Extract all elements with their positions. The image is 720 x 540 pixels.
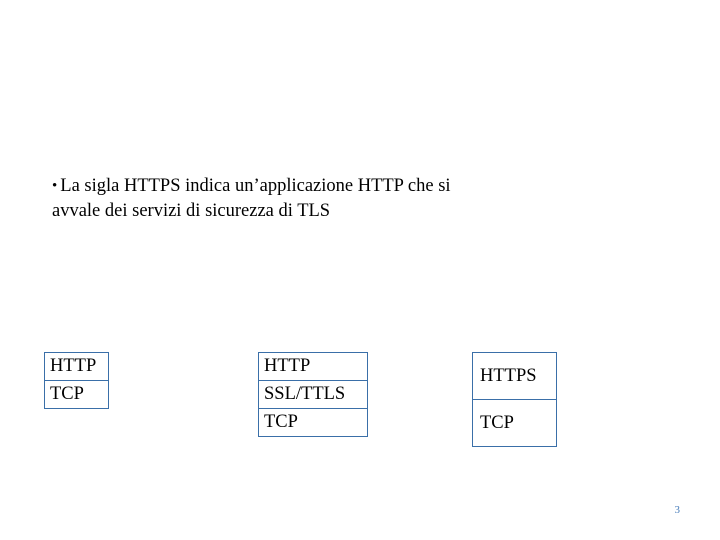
bullet-line-1: •La sigla HTTPS indica un’applicazione H… <box>52 174 642 199</box>
protocol-stack-http-tcp: HTTP TCP <box>44 352 109 409</box>
bullet-line-2: avvale dei servizi di sicurezza di TLS <box>52 199 642 224</box>
stack-cell-https: HTTPS <box>480 366 537 386</box>
bullet-line-2-text: avvale dei servizi di sicurezza di TLS <box>52 201 331 221</box>
stack-cell-tcp: TCP <box>45 380 108 408</box>
stack-cell-tcp: TCP <box>259 408 367 436</box>
bullet-marker: • <box>52 178 58 194</box>
protocol-stack-https-tcp: HTTPS TCP <box>472 352 557 447</box>
protocol-stack-http-ssl-tcp: HTTP SSL/TTLS TCP <box>258 352 368 437</box>
stack-cell-http: HTTP <box>50 356 97 376</box>
bullet-text-block: •La sigla HTTPS indica un’applicazione H… <box>52 174 642 224</box>
page-number: 3 <box>674 504 681 516</box>
stack-cell-ssl-ttls: SSL/TTLS <box>259 380 367 408</box>
stack-cell-http: HTTP <box>264 356 311 376</box>
stack-cell-tcp: TCP <box>473 399 556 446</box>
bullet-line-1-text: La sigla HTTPS indica un’applicazione HT… <box>60 176 451 196</box>
